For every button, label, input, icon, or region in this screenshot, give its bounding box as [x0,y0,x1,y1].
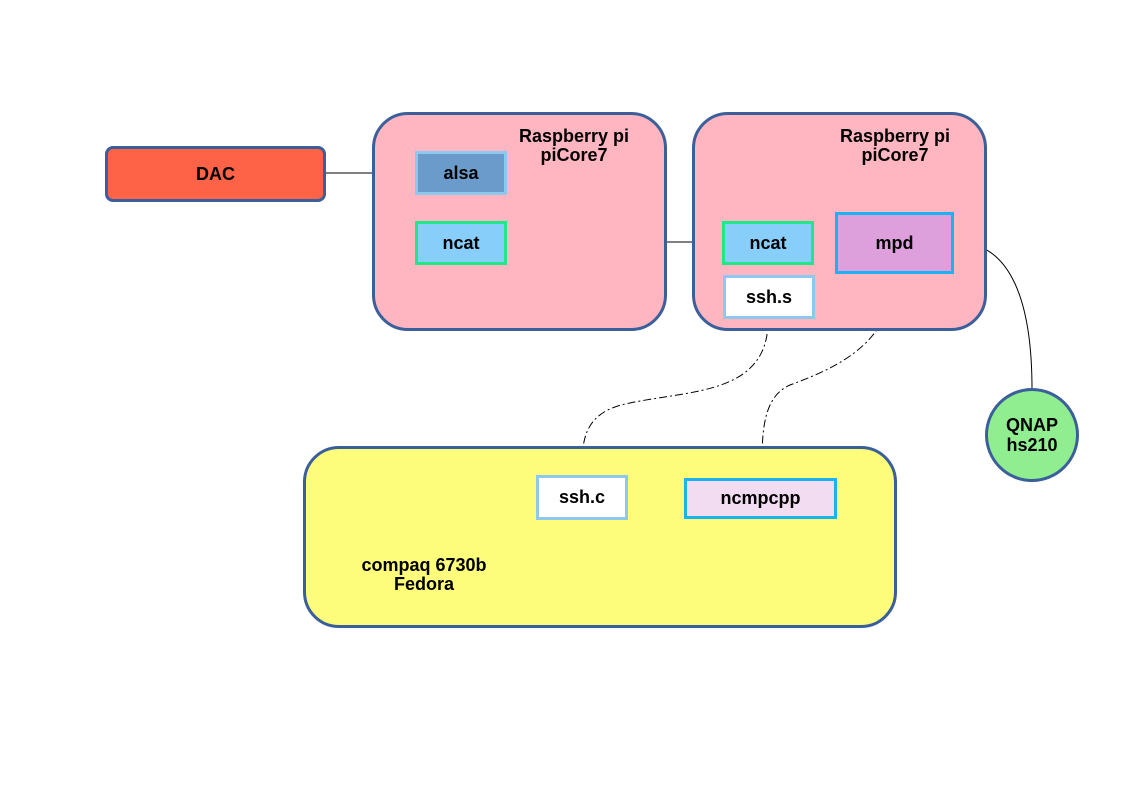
ncat-right-label: ncat [749,232,787,253]
alsa-node[interactable]: alsa [415,151,507,195]
connector-ssh-s-ssh-c [581,317,769,477]
raspberry-pi-left-title: Raspberry pi piCore7 [484,127,664,165]
laptop-group [303,446,897,628]
ssh-client-label: ssh.c [558,487,606,507]
raspberry-pi-right-title-line2: piCore7 [861,145,929,165]
ncat-right-node[interactable]: ncat [722,221,814,265]
raspberry-pi-right-title-line1: Raspberry pi [839,126,951,146]
ncat-left-node[interactable]: ncat [415,221,507,265]
alsa-label: alsa [443,162,479,183]
ncmpcpp-label: ncmpcpp [720,488,801,508]
qnap-label-line1: QNAP [1005,415,1058,435]
ssh-server-label: ssh.s [745,286,793,307]
raspberry-pi-left-title-line1: Raspberry pi [518,126,630,146]
raspberry-pi-left-title-line2: piCore7 [540,145,608,165]
raspberry-pi-right-title: Raspberry pi piCore7 [805,127,985,165]
dac-node[interactable]: DAC [105,146,326,202]
qnap-nas-node[interactable]: QNAP hs210 [985,388,1079,482]
laptop-title-line2: Fedora [393,574,454,594]
ncat-left-label: ncat [442,232,480,253]
mpd-label: mpd [875,232,914,253]
mpd-node[interactable]: mpd [835,212,954,274]
qnap-label-line2: hs210 [1006,435,1058,455]
ssh-client-node[interactable]: ssh.c [536,475,628,520]
laptop-title-line1: compaq 6730b [361,555,487,575]
ssh-server-node[interactable]: ssh.s [723,275,815,319]
ncmpcpp-node[interactable]: ncmpcpp [684,478,837,519]
dac-label: DAC [196,163,235,184]
laptop-title: compaq 6730b Fedora [334,556,514,594]
